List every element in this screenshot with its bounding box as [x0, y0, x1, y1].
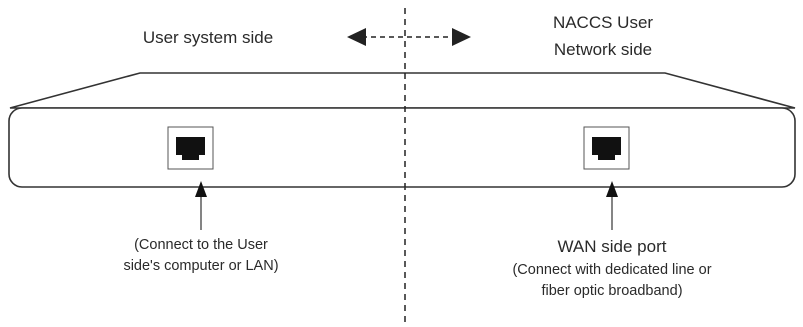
router-top-face [9, 72, 796, 109]
wan-port-caption-line1: (Connect with dedicated line or [512, 262, 712, 278]
lan-port-pointer-arrow [195, 181, 207, 230]
network-side-label: Network side [553, 40, 653, 59]
wan-port-pointer-arrow [606, 181, 618, 230]
direction-arrow [347, 28, 471, 46]
lan-port-caption-line2: side's computer or LAN) [123, 258, 279, 274]
wan-port-title: WAN side port [557, 237, 667, 256]
wan-port-caption-line2: fiber optic broadband) [541, 283, 683, 299]
router-front-panel [8, 107, 796, 188]
lan-port-icon [167, 126, 214, 170]
naccs-user-label: NACCS User [552, 13, 654, 32]
user-system-side-label: User system side [142, 28, 274, 47]
lan-port-caption-line1: (Connect to the User [134, 237, 268, 253]
wan-port-icon [583, 126, 630, 170]
